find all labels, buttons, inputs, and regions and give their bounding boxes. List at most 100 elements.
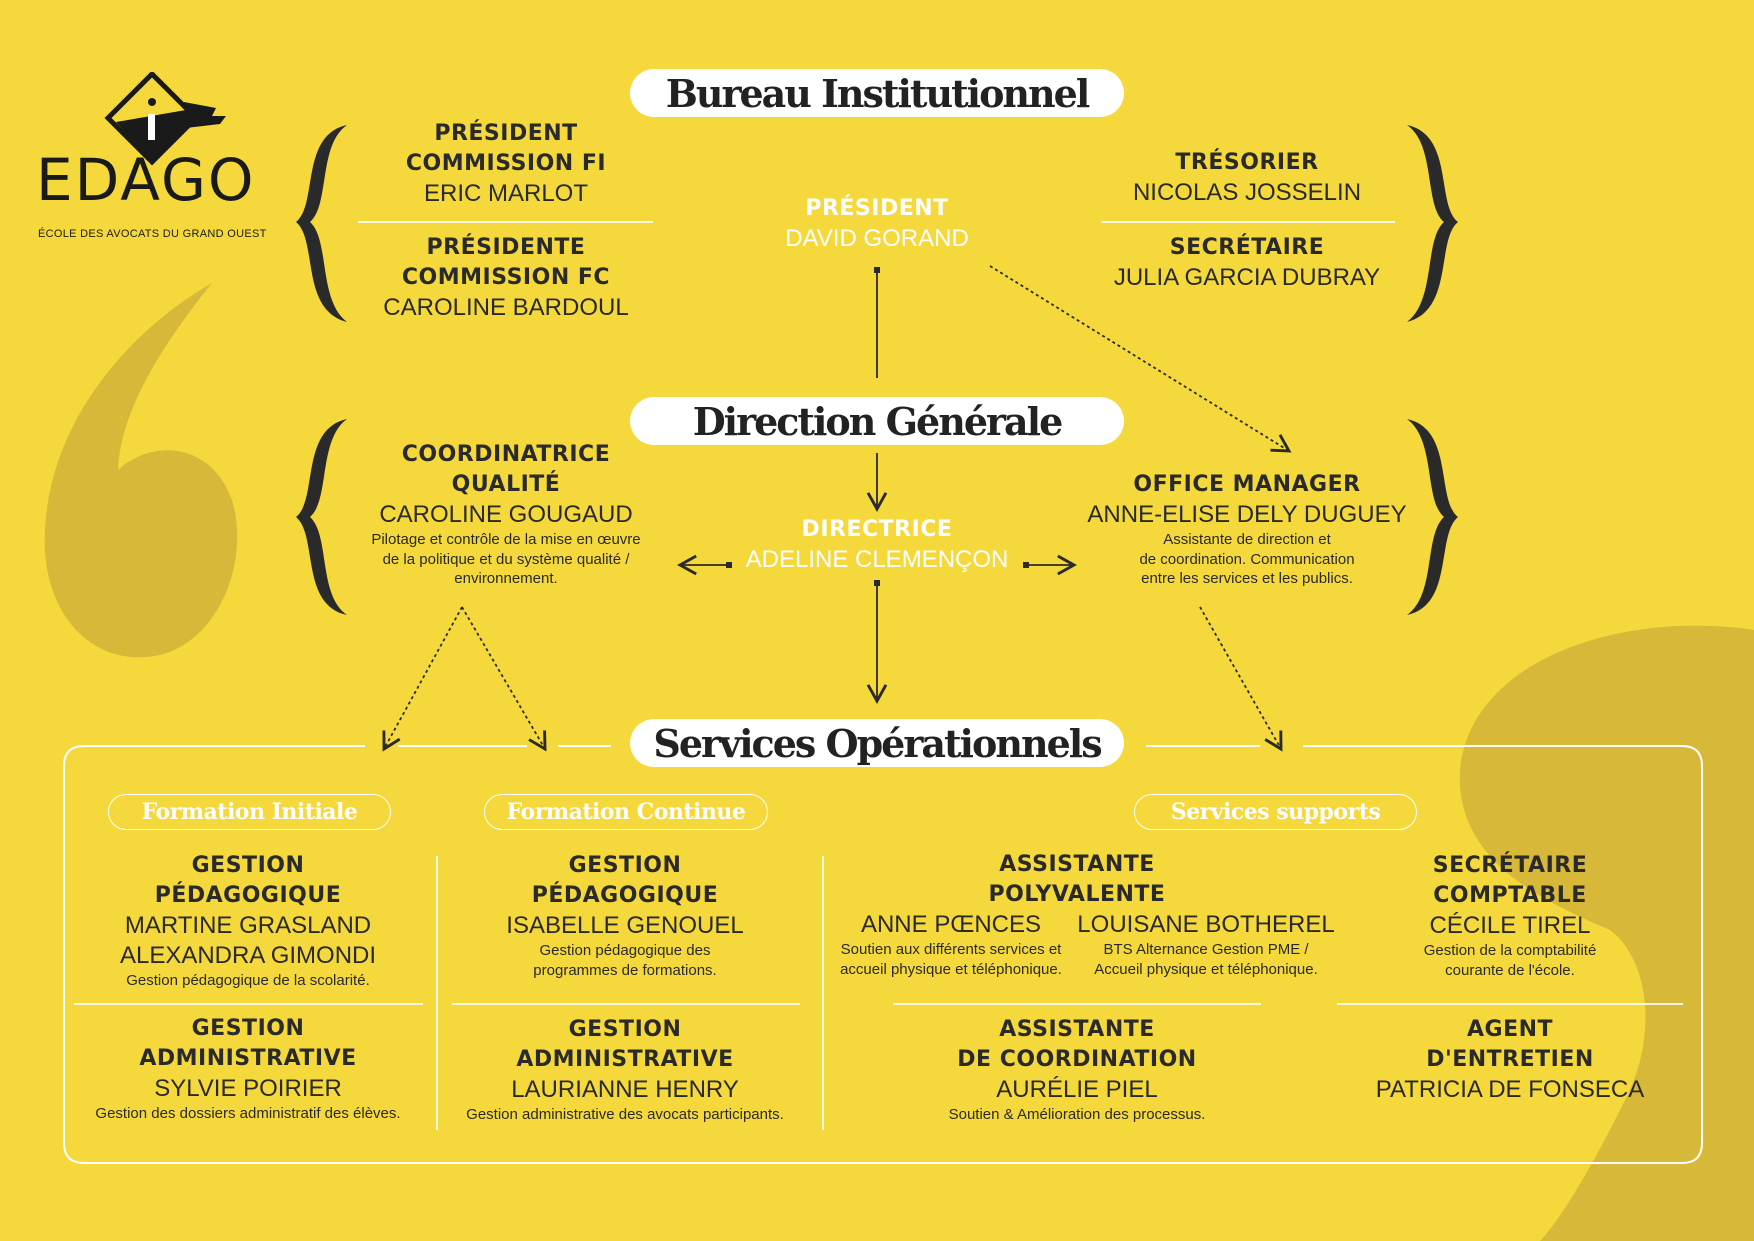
description: Accueil physique et téléphonique. [1094,960,1318,978]
divider [452,1003,800,1005]
description: Gestion des dossiers administratif des é… [95,1105,401,1122]
direction-right-brace [1407,419,1458,615]
person-anne-poences: ANNE PŒNCES Soutien aux différents servi… [840,910,1062,979]
divider [358,221,653,223]
logo-wordmark: EDAGO [36,146,256,214]
agent-entretien: AGENT D'ENTRETIEN PATRICIA DE FONSECA [1376,1015,1645,1105]
role-label: GESTION [568,853,682,878]
group-services-supports: Services supports [1134,794,1417,830]
person-name: ISABELLE GENOUEL [506,912,744,939]
description: de la politique et du système qualité / [382,550,630,568]
role-label: SECRÉTAIRE [1432,853,1588,878]
person-name: LOUISANE BOTHEREL [1077,911,1335,938]
left-quote-shape [44,283,238,658]
role-label: POLYVALENTE [988,882,1166,907]
person-name: AURÉLIE PIEL [996,1076,1158,1103]
qualite-to-fc-arrow [461,606,547,752]
role-label: PRÉSIDENT [805,196,949,221]
person-name: ANNE-ELISE DELY DUGUEY [1087,501,1407,528]
description: environnement. [454,570,558,587]
role-label: DE COORDINATION [957,1047,1197,1072]
directrice: DIRECTRICE ADELINE CLEMENÇON [746,515,1009,575]
role-label: GESTION [191,853,305,878]
presidente-commission-fc: PRÉSIDENTE COMMISSION FC CAROLINE BARDOU… [383,233,628,323]
qualite-to-fi-arrow [382,606,463,752]
role-label: SECRÉTAIRE [1169,235,1325,260]
description: Soutien aux différents services et [840,941,1062,958]
role-label: OFFICE MANAGER [1133,472,1361,497]
fi-gestion-administrative: GESTION ADMINISTRATIVE SYLVIE POIRIER Ge… [95,1014,400,1124]
role-label: ADMINISTRATIVE [516,1047,734,1072]
office-manager: OFFICE MANAGER ANNE-ELISE DELY DUGUEY As… [1087,470,1406,589]
description: Gestion pédagogique de la scolarité. [126,972,370,989]
divider [1337,1003,1683,1005]
role-label: ASSISTANTE [999,852,1155,877]
role-label: GESTION [191,1016,305,1041]
divider [74,1003,423,1005]
person-louisane-botherel: LOUISANE BOTHEREL BTS Alternance Gestion… [1077,910,1334,979]
description: Gestion de la comptabilité [1423,942,1597,959]
office-to-support-arrow [1199,606,1283,752]
role-label: PRÉSIDENTE [426,235,586,260]
role-label: PRÉSIDENT [434,121,578,146]
role-label: COMPTABLE [1433,883,1587,908]
logo-tagline: ÉCOLE DES AVOCATS DU GRAND OUEST [38,228,267,240]
president-to-office-manager-arrow [989,265,1292,453]
person-name: CAROLINE BARDOUL [383,294,629,321]
services-title: Services Opérationnels [630,719,1124,767]
description: Gestion administrative des avocats parti… [466,1106,784,1123]
person-name: ALEXANDRA GIMONDI [119,942,377,969]
secretaire-comptable: SECRÉTAIRE COMPTABLE CÉCILE TIREL Gestio… [1424,851,1597,980]
group-formation-continue: Formation Continue [484,794,768,830]
divider [436,856,438,1130]
description: programmes de formations. [533,961,717,979]
person-name: PATRICIA DE FONSECA [1375,1076,1645,1103]
braces [296,125,1458,615]
divider [822,856,824,1130]
description: accueil physique et téléphonique. [840,960,1062,978]
person-name: MARTINE GRASLAND [124,912,372,939]
divider [893,1003,1261,1005]
role-label: QUALITÉ [451,472,561,497]
person-name: ANNE PŒNCES [860,911,1042,938]
description: entre les services et les publics. [1141,570,1353,587]
role-label: DIRECTRICE [801,517,953,542]
role-label: D'ENTRETIEN [1426,1047,1594,1072]
person-name: ERIC MARLOT [423,180,589,207]
role-label: PÉDAGOGIQUE [154,883,342,908]
bureau-title: Bureau Institutionnel [630,69,1124,117]
fi-gestion-pedagogique: GESTION PÉDAGOGIQUE MARTINE GRASLAND ALE… [120,851,376,991]
bureau-left-brace [296,125,347,322]
fc-gestion-pedagogique: GESTION PÉDAGOGIQUE ISABELLE GENOUEL Ges… [506,851,743,980]
person-name: JULIA GARCIA DUBRAY [1113,264,1381,291]
person-name: ADELINE CLEMENÇON [745,546,1009,573]
description: Soutien & Amélioration des processus. [948,1106,1206,1123]
person-name: LAURIANNE HENRY [511,1076,739,1103]
description: Pilotage et contrôle de la mise en œuvre [371,531,641,548]
fc-gestion-administrative: GESTION ADMINISTRATIVE LAURIANNE HENRY G… [466,1015,784,1125]
direction-title: Direction Générale [630,397,1124,445]
person-name: CAROLINE GOUGAUD [379,501,633,528]
direction-left-brace [296,419,347,615]
description: Assistante de direction et [1163,531,1331,548]
logo-diamond-icon [104,70,226,166]
group-formation-initiale: Formation Initiale [108,794,391,830]
description: courante de l'école. [1445,961,1575,979]
role-label: COORDINATRICE [401,442,611,467]
person-name: SYLVIE POIRIER [154,1075,342,1102]
secretaire: SECRÉTAIRE JULIA GARCIA DUBRAY [1114,233,1380,293]
role-label: PÉDAGOGIQUE [531,883,719,908]
role-label: COMMISSION FI [405,151,607,176]
person-name: CÉCILE TIREL [1429,912,1591,939]
role-label: GESTION [568,1017,682,1042]
assistante-coordination: ASSISTANTE DE COORDINATION AURÉLIE PIEL … [949,1015,1206,1125]
divider [1101,221,1395,223]
services-frame [63,745,1703,1164]
person-name: NICOLAS JOSSELIN [1132,179,1362,206]
bureau-right-brace [1407,125,1458,322]
role-label: AGENT [1466,1017,1554,1042]
description: BTS Alternance Gestion PME / [1103,941,1309,958]
role-label: COMMISSION FC [401,265,611,290]
